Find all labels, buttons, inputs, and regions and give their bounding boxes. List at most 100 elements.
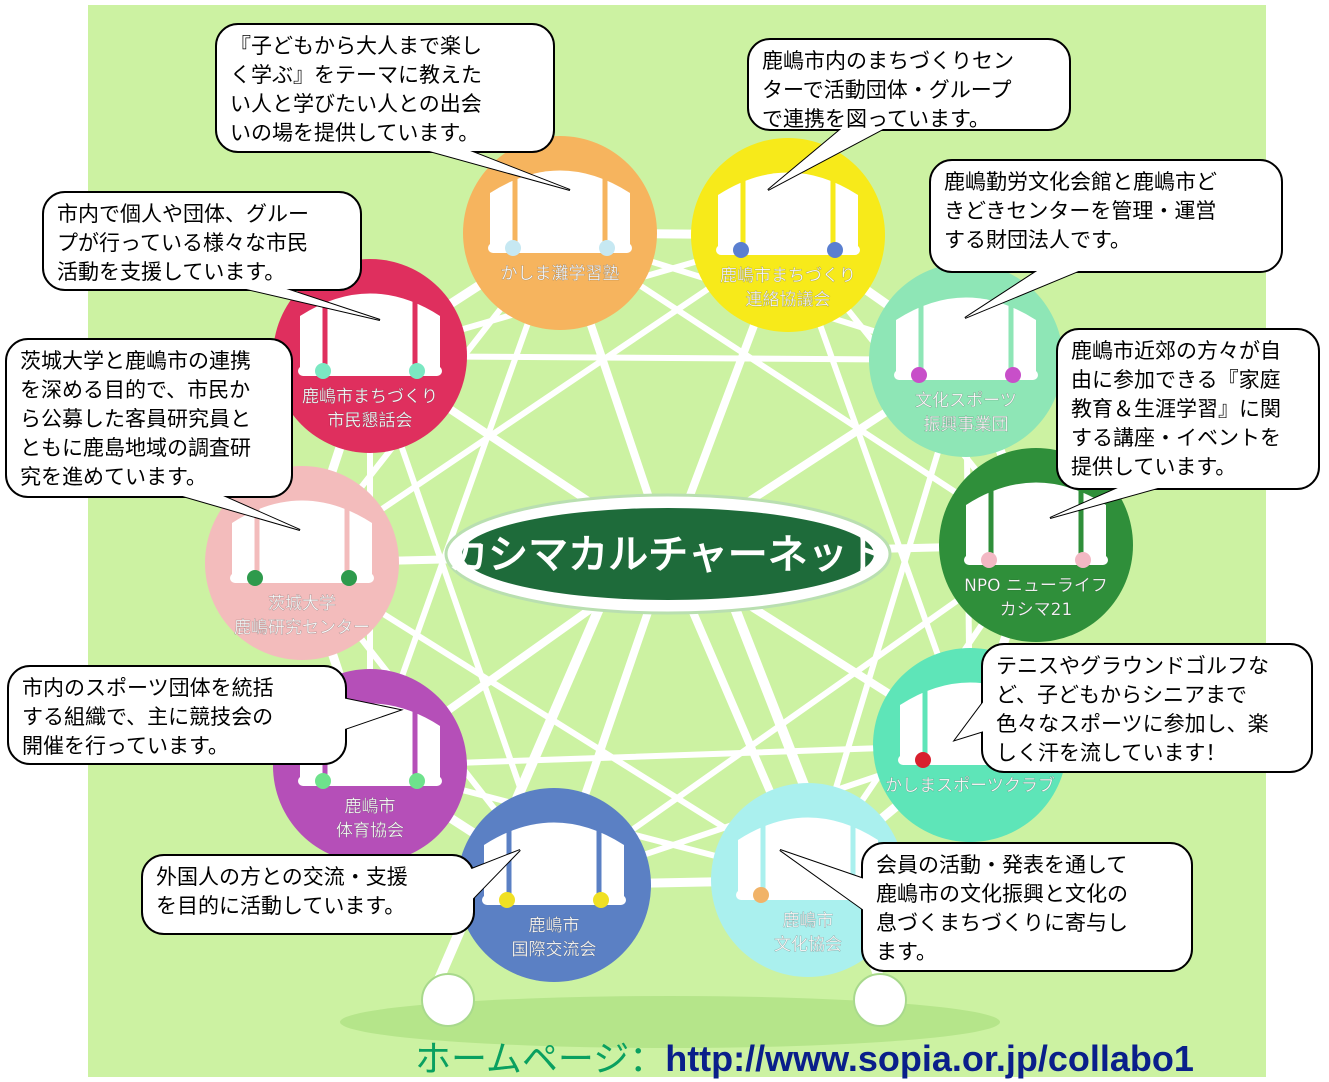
- gondola-label: 市民懇話会: [328, 411, 413, 431]
- bubble-box: [747, 38, 1071, 131]
- speech-bubble-b-sports: [952, 643, 1313, 773]
- center-ellipse-inner: [462, 508, 874, 600]
- speech-bubble-b-jigyodan: [929, 159, 1283, 319]
- bubble-tail-fill: [955, 698, 986, 740]
- bubble-tail-fill: [768, 126, 889, 190]
- gondola-group: かしま灘学習塾鹿嶋市まちづくり連絡協議会文化スポーツ振興事業団NPO ニューライ…: [205, 136, 1133, 982]
- bubble-tail-fill: [1050, 485, 1169, 518]
- gondola-bar: [298, 366, 442, 376]
- gondola-label: 鹿嶋市: [529, 916, 580, 936]
- bubble-text-b-taiiku: 市内のスポーツ団体を統括 する組織で、主に競技会の 開催を行っています。: [22, 676, 274, 758]
- gondola-wheel: [247, 570, 263, 586]
- gondola-wheel: [599, 240, 615, 256]
- gondola-label: 茨城大学: [268, 594, 336, 614]
- gondola-label: カシマ21: [1000, 600, 1073, 620]
- gondola-wheel: [341, 570, 357, 586]
- stand-foot: [421, 973, 475, 1027]
- gondola-wheel: [753, 887, 769, 903]
- bubble-tail-fill: [233, 286, 380, 320]
- gondola-label: 鹿嶋市: [345, 797, 396, 817]
- gondola-wheel: [1075, 552, 1091, 568]
- gondola-label: 鹿嶋市まちづくり: [720, 266, 856, 286]
- rim-line: [299, 232, 791, 566]
- gondola-wheel: [505, 240, 521, 256]
- speech-bubble-b-kondankai: [42, 191, 381, 321]
- gondola-wheel: [1005, 367, 1021, 383]
- bubble-text-b-sports: テニスやグラウンドゴルフな ど、子どもからシニアまで 色々なスポーツに参加し、楽…: [996, 654, 1269, 765]
- gondola-wheel: [409, 773, 425, 789]
- bubble-text-b-jigyodan: 鹿嶋勤労文化会館と鹿嶋市ど きどきセンターを管理・運営 する財団法人です。: [944, 170, 1217, 252]
- bubble-text-b-univ: 茨城大学と鹿嶋市の連携 を深める目的で、市民か ら公募した客員研究員と ともに鹿…: [20, 349, 251, 489]
- gondola-label: かしまスポーツクラブ: [885, 775, 1055, 796]
- gondola-wheel: [981, 552, 997, 568]
- gondola-label: 鹿嶋市: [783, 911, 834, 931]
- gondola-window: [300, 293, 440, 374]
- bubble-text-b-kokusai: 外国人の方との交流・支援 を目的に活動しています。: [156, 865, 408, 918]
- bubble-tail-fill: [418, 148, 570, 190]
- gondola-label: 文化スポーツ: [915, 391, 1017, 411]
- bubble-text-b-juku: 『子どもから大人まで楽し く学ぶ』をテーマに教えた い人と学びたい人との出会 い…: [230, 34, 482, 145]
- bubble-tail-fill: [172, 493, 300, 530]
- homepage-url-link[interactable]: http://www.sopia.or.jp/collabo1: [665, 1038, 1194, 1079]
- gondola-juku[interactable]: かしま灘学習塾: [463, 136, 657, 330]
- ground-shadow: [340, 996, 1000, 1048]
- speech-bubble-b-univ: [5, 338, 301, 531]
- homepage-label: ホームページ：: [415, 1038, 666, 1079]
- gondola-label: 振興事業団: [924, 415, 1009, 435]
- gondola-bar: [230, 573, 374, 583]
- bubble-tail-fill: [342, 698, 400, 730]
- homepage-line: ホームページ：http://www.sopia.or.jp/collabo1: [415, 1030, 1194, 1082]
- gondola-wheel: [315, 773, 331, 789]
- speech-bubble-b-bunka: [779, 842, 1193, 972]
- gondola-window: [484, 822, 624, 903]
- rim-line: [367, 742, 973, 769]
- gondola-window: [490, 170, 630, 251]
- gondola-bar: [298, 776, 442, 786]
- gondola-bar: [964, 555, 1108, 565]
- speech-bubble-b-renraku: [747, 38, 1071, 191]
- speech-bubble-b-taiiku: [7, 665, 404, 765]
- gondola-label: 鹿嶋研究センター: [234, 618, 370, 638]
- gondola-bar: [488, 243, 632, 253]
- gondola-wheel: [733, 242, 749, 258]
- ground-ellipse: [340, 996, 1000, 1048]
- bubble-box: [1056, 328, 1320, 490]
- bubble-text-b-renraku: 鹿嶋市内のまちづくりセン ターで活動団体・グループ で連携を図っています。: [762, 49, 1014, 131]
- bubble-box: [215, 23, 555, 153]
- bubble-box: [42, 191, 362, 291]
- gondola-wheel: [827, 242, 843, 258]
- rim-line: [551, 542, 1039, 888]
- gondola-label: 鹿嶋市まちづくり: [302, 387, 438, 407]
- network-title: カシマカルチャーネット: [448, 533, 888, 577]
- bubble-box: [929, 159, 1283, 273]
- gondola-bar: [716, 245, 860, 255]
- bubble-text-b-bunka: 会員の活動・発表を通して 鹿嶋市の文化振興と文化の 息づくまちづくりに寄与し ま…: [876, 853, 1128, 964]
- gondola-wheel: [593, 892, 609, 908]
- gondola-wheel: [499, 892, 515, 908]
- gondola-wheel: [911, 367, 927, 383]
- gondola-window: [896, 297, 1036, 378]
- bubble-box: [5, 338, 293, 498]
- speech-bubble-b-kokusai: [141, 849, 521, 935]
- bubble-tail-fill: [470, 850, 520, 902]
- gondola-wheel: [315, 363, 331, 379]
- bubble-tail-fill: [780, 850, 866, 912]
- gondola-label: 文化協会: [774, 935, 842, 955]
- gondola-label: 国際交流会: [512, 940, 597, 960]
- gondola-label: 体育協会: [336, 821, 404, 841]
- network-center: カシマカルチャーネット: [444, 493, 892, 615]
- gondola-bar: [894, 370, 1038, 380]
- gondola-wheel: [915, 752, 931, 768]
- gondola-wheel: [409, 363, 425, 379]
- gondola-bar: [482, 895, 626, 905]
- speech-bubble-b-juku: [215, 23, 571, 191]
- gondola-label: かしま灘学習塾: [501, 263, 620, 284]
- stand-foot: [853, 973, 907, 1027]
- bubble-tail-fill: [965, 268, 1086, 318]
